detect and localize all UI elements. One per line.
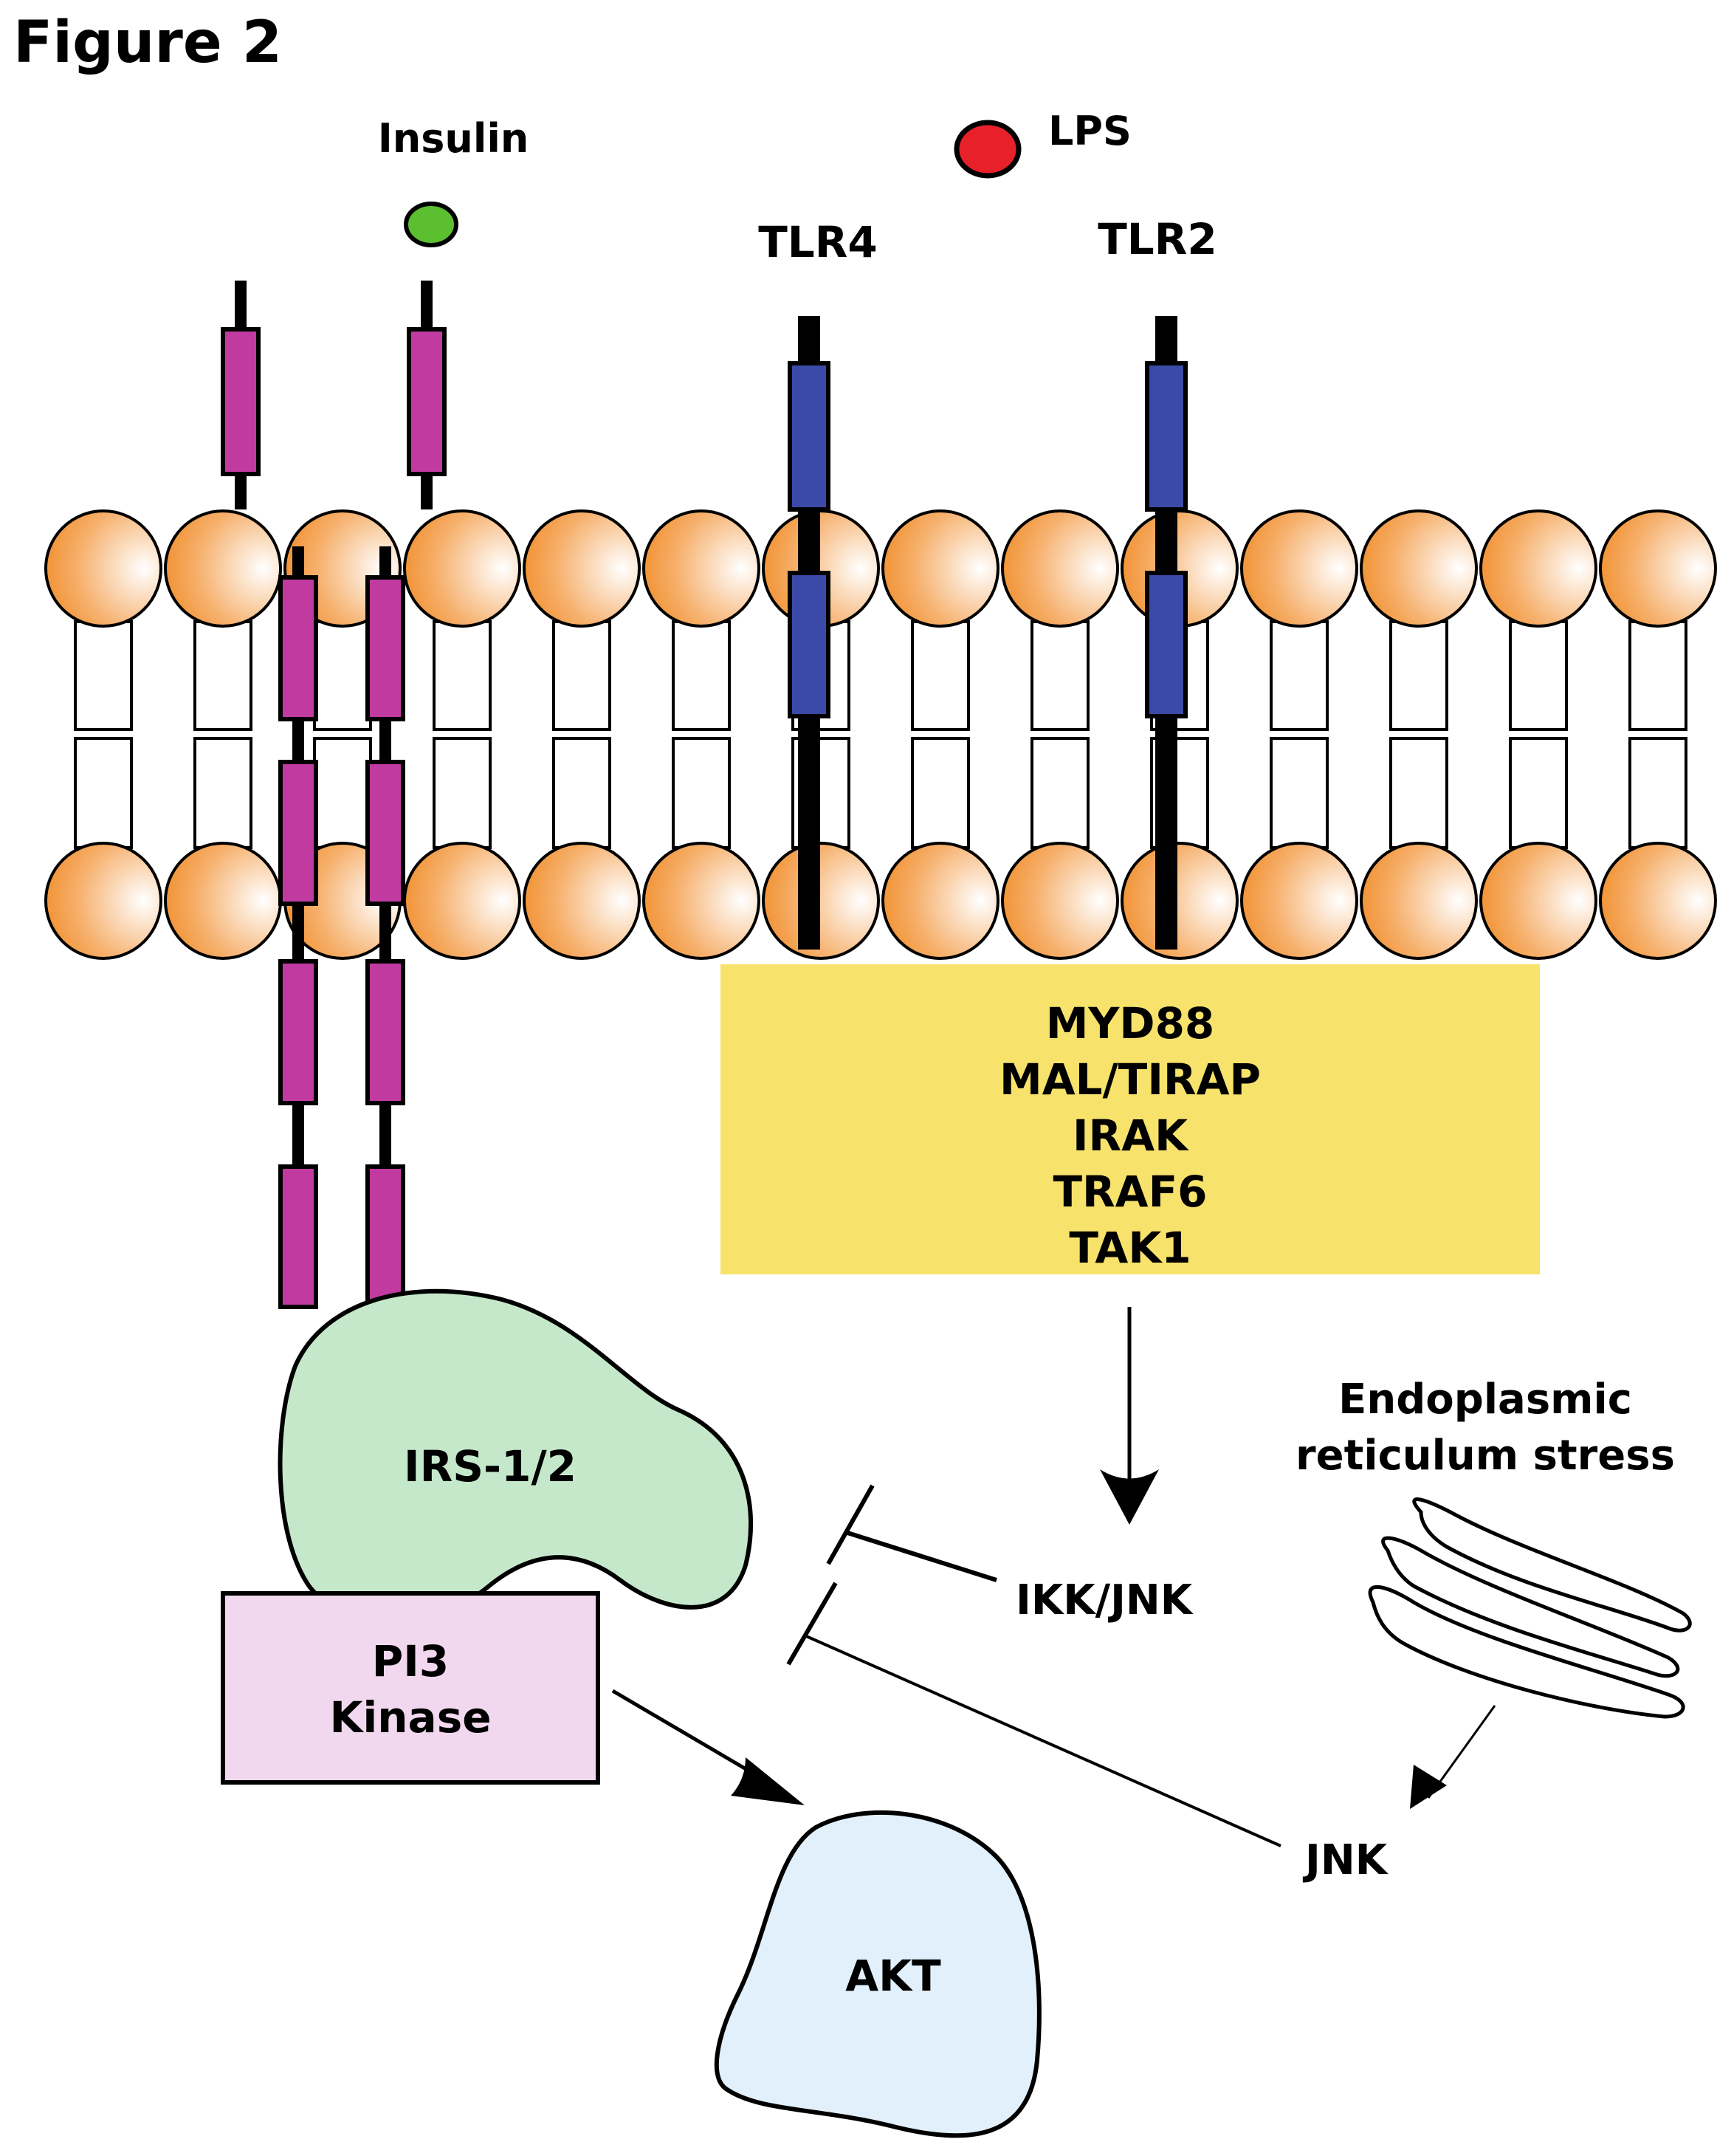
insulin-receptor-domain [365,959,405,1105]
endoplasmic-reticulum-icon [1368,1497,1692,1719]
insulin-receptor-domain [278,959,318,1105]
ikk-jnk-inhibition-line [844,1530,997,1582]
lipid-tail [433,620,492,731]
lipid-head-top [403,509,521,628]
lps-label: LPS [1048,108,1132,154]
lipid-head-top [1599,509,1717,628]
tlr-receptor-domain [1145,361,1188,512]
lipid-head-bottom [1599,842,1717,960]
tlr4-label: TLR4 [758,217,878,267]
lipid-head-bottom [642,842,760,960]
pi3-kinase-box [221,1591,600,1785]
adaptor-item-traf6: TRAF6 [1053,1167,1207,1217]
lipid-tail [313,737,372,849]
lipid-tail [1509,737,1568,849]
lipid-tail [74,737,133,849]
lipid-head-bottom [1001,842,1119,960]
lipid-head-top [881,509,999,628]
lipid-head-bottom [1240,842,1358,960]
insulin-receptor-domain [278,575,318,721]
jnk-inhibition-bar [786,1582,838,1666]
lipid-head-top [523,509,641,628]
akt-label: AKT [845,1951,941,2001]
pi3-to-akt-arrowhead [731,1757,805,1805]
lipid-tail [74,620,133,731]
adaptor-item-irak: IRAK [1073,1110,1189,1161]
lipid-tail [911,737,970,849]
adaptor-item-mal-tirap: MAL/TIRAP [999,1054,1261,1105]
lipid-tail [1628,620,1687,731]
tak1-to-ikk-arrowhead [1100,1469,1159,1525]
akt-shape [714,1810,1042,2138]
adaptor-box [720,964,1540,1274]
adaptor-item-tak1: TAK1 [1069,1223,1191,1273]
adaptor-item-myd88: MYD88 [1046,998,1215,1048]
lipid-head-bottom [1360,842,1478,960]
receptors [221,281,1188,1309]
pi3-label-line2: Kinase [329,1692,491,1743]
lipid-head-top [44,509,162,628]
lipid-head-top [642,509,760,628]
ikk-jnk-label: IKK/JNK [1016,1576,1194,1624]
insulin-ligand-icon [404,202,458,247]
lipid-tail [193,620,252,731]
lipid-head-top [164,509,282,628]
lipid-tail [552,620,611,731]
lipid-head-top [1240,509,1358,628]
lipid-tail [672,620,731,731]
lipid-tail [1030,620,1090,731]
lps-ligand-icon [954,120,1022,179]
lipid-tail [313,620,372,731]
lipid-head-top [1479,509,1597,628]
tlr-receptor-domain [788,571,830,718]
lipid-head-bottom [44,842,162,960]
lipid-tail [1509,620,1568,731]
lipid-head-bottom [164,842,282,960]
insulin-receptor-domain [365,760,405,906]
insulin-receptor-domain [278,1164,318,1309]
insulin-label: Insulin [378,115,529,162]
lipid-tail [1270,620,1329,731]
insulin-receptor-domain [278,760,318,906]
er-to-jnk-arrowhead [1410,1765,1447,1809]
lipid-head-bottom [762,842,880,960]
lipid-head-top [1001,509,1119,628]
irs-shape [278,1288,754,1621]
lipid-head-bottom [523,842,641,960]
lipid-tail [552,737,611,849]
lipid-head-bottom [403,842,521,960]
er-stress-label-line2: reticulum stress [1296,1432,1675,1480]
figure-title: Figure 2 [13,10,282,76]
lipid-tail [672,737,731,849]
lipid-tail [1030,737,1090,849]
lipid-tail [1270,737,1329,849]
insulin-receptor-domain [407,327,447,476]
jnk-inhibition-line [804,1634,1281,1847]
lipid-head-bottom [881,842,999,960]
insulin-receptor-domain [221,327,261,476]
jnk-label: JNK [1302,1836,1389,1884]
tlr-receptor-domain [788,361,830,512]
tlr2-label: TLR2 [1098,214,1217,264]
irs-label: IRS-1/2 [404,1441,577,1491]
lipid-tail [433,737,492,849]
insulin-receptor-domain [365,1164,405,1309]
tlr-receptor-domain [1145,571,1188,718]
lipid-head-bottom [1121,842,1239,960]
lipid-tail [1389,620,1448,731]
ikk-jnk-inhibition-bar [826,1484,875,1565]
lipid-tail [1628,737,1687,849]
pi3-label-line1: PI3 [372,1636,449,1686]
lipid-head-bottom [1479,842,1597,960]
insulin-receptor-domain [365,575,405,721]
lipid-head-top [1360,509,1478,628]
lipid-tail [911,620,970,731]
er-stress-label-line1: Endoplasmic [1338,1376,1632,1424]
lipid-tail [193,737,252,849]
lipid-tail [1389,737,1448,849]
